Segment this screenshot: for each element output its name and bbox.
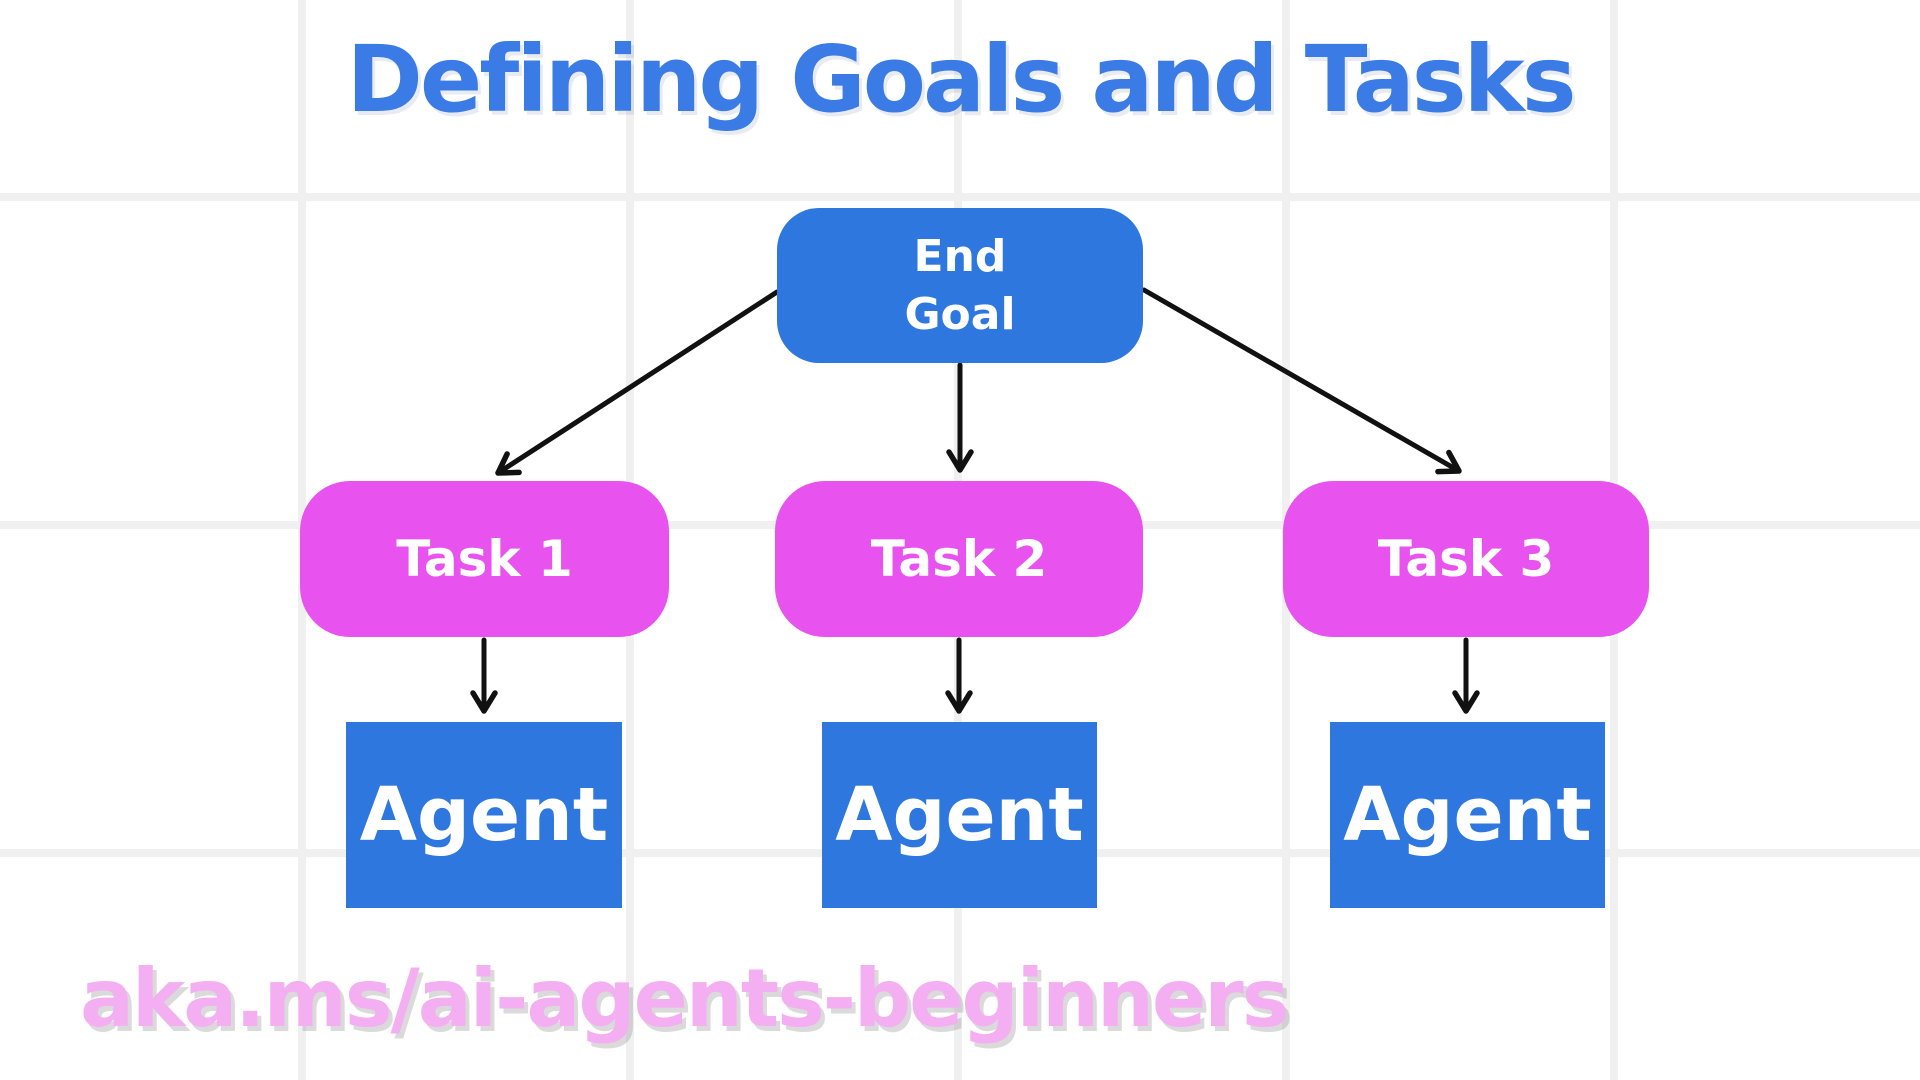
page-title: Defining Goals and Tasks <box>346 26 1576 133</box>
end-goal-label-line1: End <box>913 231 1007 283</box>
end-goal-label-line2: Goal <box>904 288 1016 340</box>
node-task-1: Task 1 <box>300 481 669 637</box>
node-agent-1: Agent <box>346 722 622 908</box>
node-task-3: Task 3 <box>1283 481 1649 637</box>
task-1-label: Task 1 <box>396 530 573 588</box>
node-agent-2: Agent <box>822 722 1097 908</box>
footer-url-text: aka.ms/ai-agents-beginners <box>80 952 1289 1045</box>
task-3-label: Task 3 <box>1377 530 1555 588</box>
arrow-endgoal-to-task3 <box>1141 287 1462 475</box>
node-end-goal: End Goal <box>777 208 1143 363</box>
arrow-endgoal-to-task1 <box>495 289 780 476</box>
task-2-label: Task 2 <box>870 530 1048 588</box>
node-task-2: Task 2 <box>775 481 1143 637</box>
agent-2-label: Agent <box>835 772 1084 858</box>
agent-1-label: Agent <box>359 772 609 858</box>
agent-3-label: Agent <box>1343 772 1592 858</box>
node-agent-3: Agent <box>1330 722 1605 908</box>
